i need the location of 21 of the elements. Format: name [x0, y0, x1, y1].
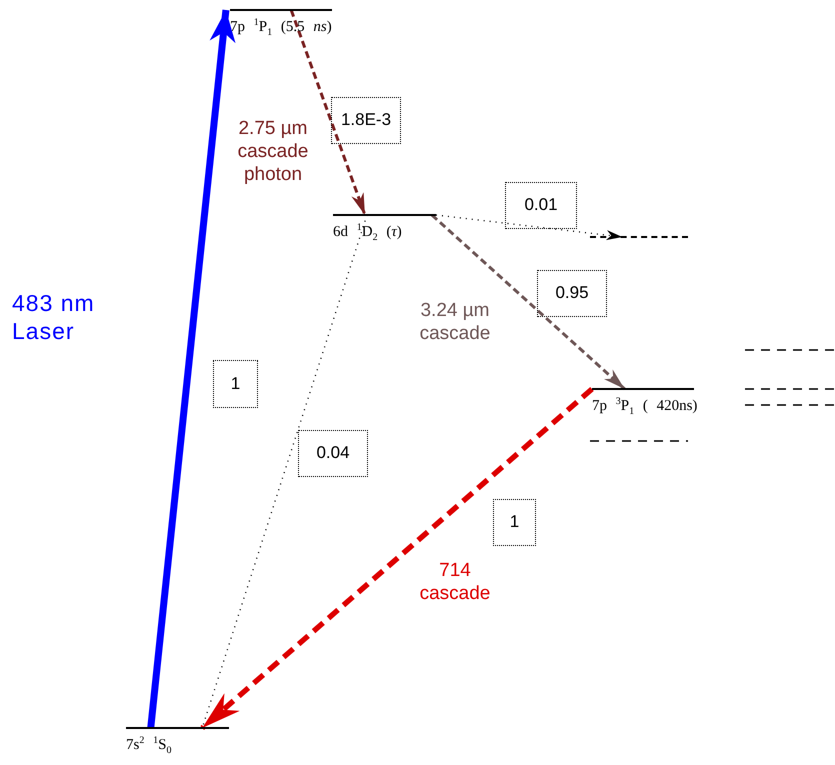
arrow [147, 10, 236, 728]
branching-ratio: 1 [213, 360, 258, 408]
transition-label: 483 nm Laser [11, 290, 96, 346]
arrow [290, 10, 366, 216]
arrow [436, 214, 622, 240]
branching-ratio: 0.95 [537, 270, 607, 317]
transition-label: 3.24 µm cascade [418, 300, 492, 346]
branching-ratio: 0.04 [298, 430, 368, 477]
level-label: 7s$^{2}$ $^{1}$S$_{0}$ [126, 735, 172, 756]
branching-ratio: 0.01 [505, 182, 577, 229]
arrow [200, 386, 594, 730]
level-label: 6d $^{1}$D$_{2}$ (τ) [333, 222, 403, 243]
energy-level [333, 214, 436, 243]
branching-ratio: 1.8E-3 [331, 97, 401, 144]
transition-label: 714 cascade [418, 560, 492, 606]
level-label: 7p $^{3}$P$_{1}$ ( 420ns) [592, 396, 698, 417]
arrow [430, 214, 626, 390]
branching-ratio: 1 [493, 499, 536, 546]
transition-label: 2.75 µm cascade photon [236, 118, 310, 186]
level-label: 7p $^{1}$P$_{1}$ (5.5 ns) [230, 17, 333, 38]
energy-level [126, 727, 229, 756]
